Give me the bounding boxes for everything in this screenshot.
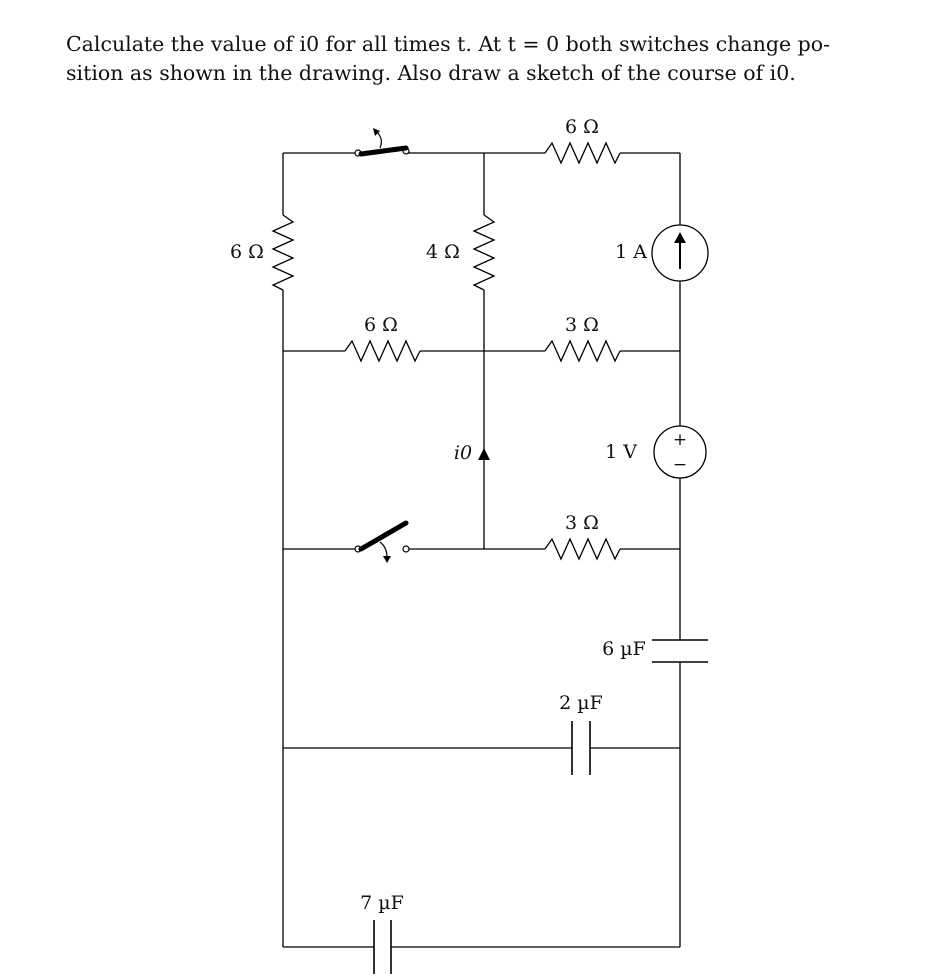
capacitor-7uf: [373, 920, 392, 974]
label-current-source: 1 A: [615, 241, 647, 263]
switch-bottom: [354, 520, 410, 563]
label-current-i0: i0: [454, 442, 472, 464]
voltage-minus-sign: −: [673, 455, 687, 475]
label-cap-6uf: 6 µF: [602, 638, 646, 660]
label-r-top: 6 Ω: [565, 116, 599, 138]
arrow-up-icon: [674, 232, 686, 243]
label-cap-7uf: 7 µF: [360, 892, 404, 914]
problem-line-1: Calculate the value of i0 for all times …: [66, 32, 831, 56]
voltage-source-1v: + −: [653, 425, 707, 479]
capacitor-2uf: [571, 721, 591, 775]
label-r-lower-right: 3 Ω: [565, 512, 599, 534]
label-r-mid-right: 3 Ω: [565, 314, 599, 336]
resistor-mid-right-3ohm: [544, 339, 621, 363]
resistor-mid-left-6ohm: [344, 339, 421, 363]
label-cap-2uf: 2 µF: [559, 692, 603, 714]
label-r-mid-left: 6 Ω: [364, 314, 398, 336]
label-r-left: 6 Ω: [230, 241, 264, 263]
resistor-top-6ohm: [544, 141, 621, 165]
resistor-left-6ohm: [271, 214, 295, 291]
wires: [282, 152, 681, 948]
resistor-lower-right-3ohm: [544, 537, 621, 561]
problem-line-2: sition as shown in the drawing. Also dra…: [66, 61, 796, 85]
capacitor-6uf: [652, 639, 708, 663]
switch-top: [354, 128, 410, 157]
current-arrow-icon: [478, 448, 490, 460]
problem-statement: Calculate the value of i0 for all times …: [66, 30, 866, 88]
voltage-plus-sign: +: [673, 430, 687, 450]
resistor-mid-vertical-4ohm: [472, 214, 496, 291]
label-r-mid-vertical: 4 Ω: [426, 241, 460, 263]
label-voltage-source: 1 V: [605, 441, 637, 463]
current-source-1a: [651, 224, 709, 282]
